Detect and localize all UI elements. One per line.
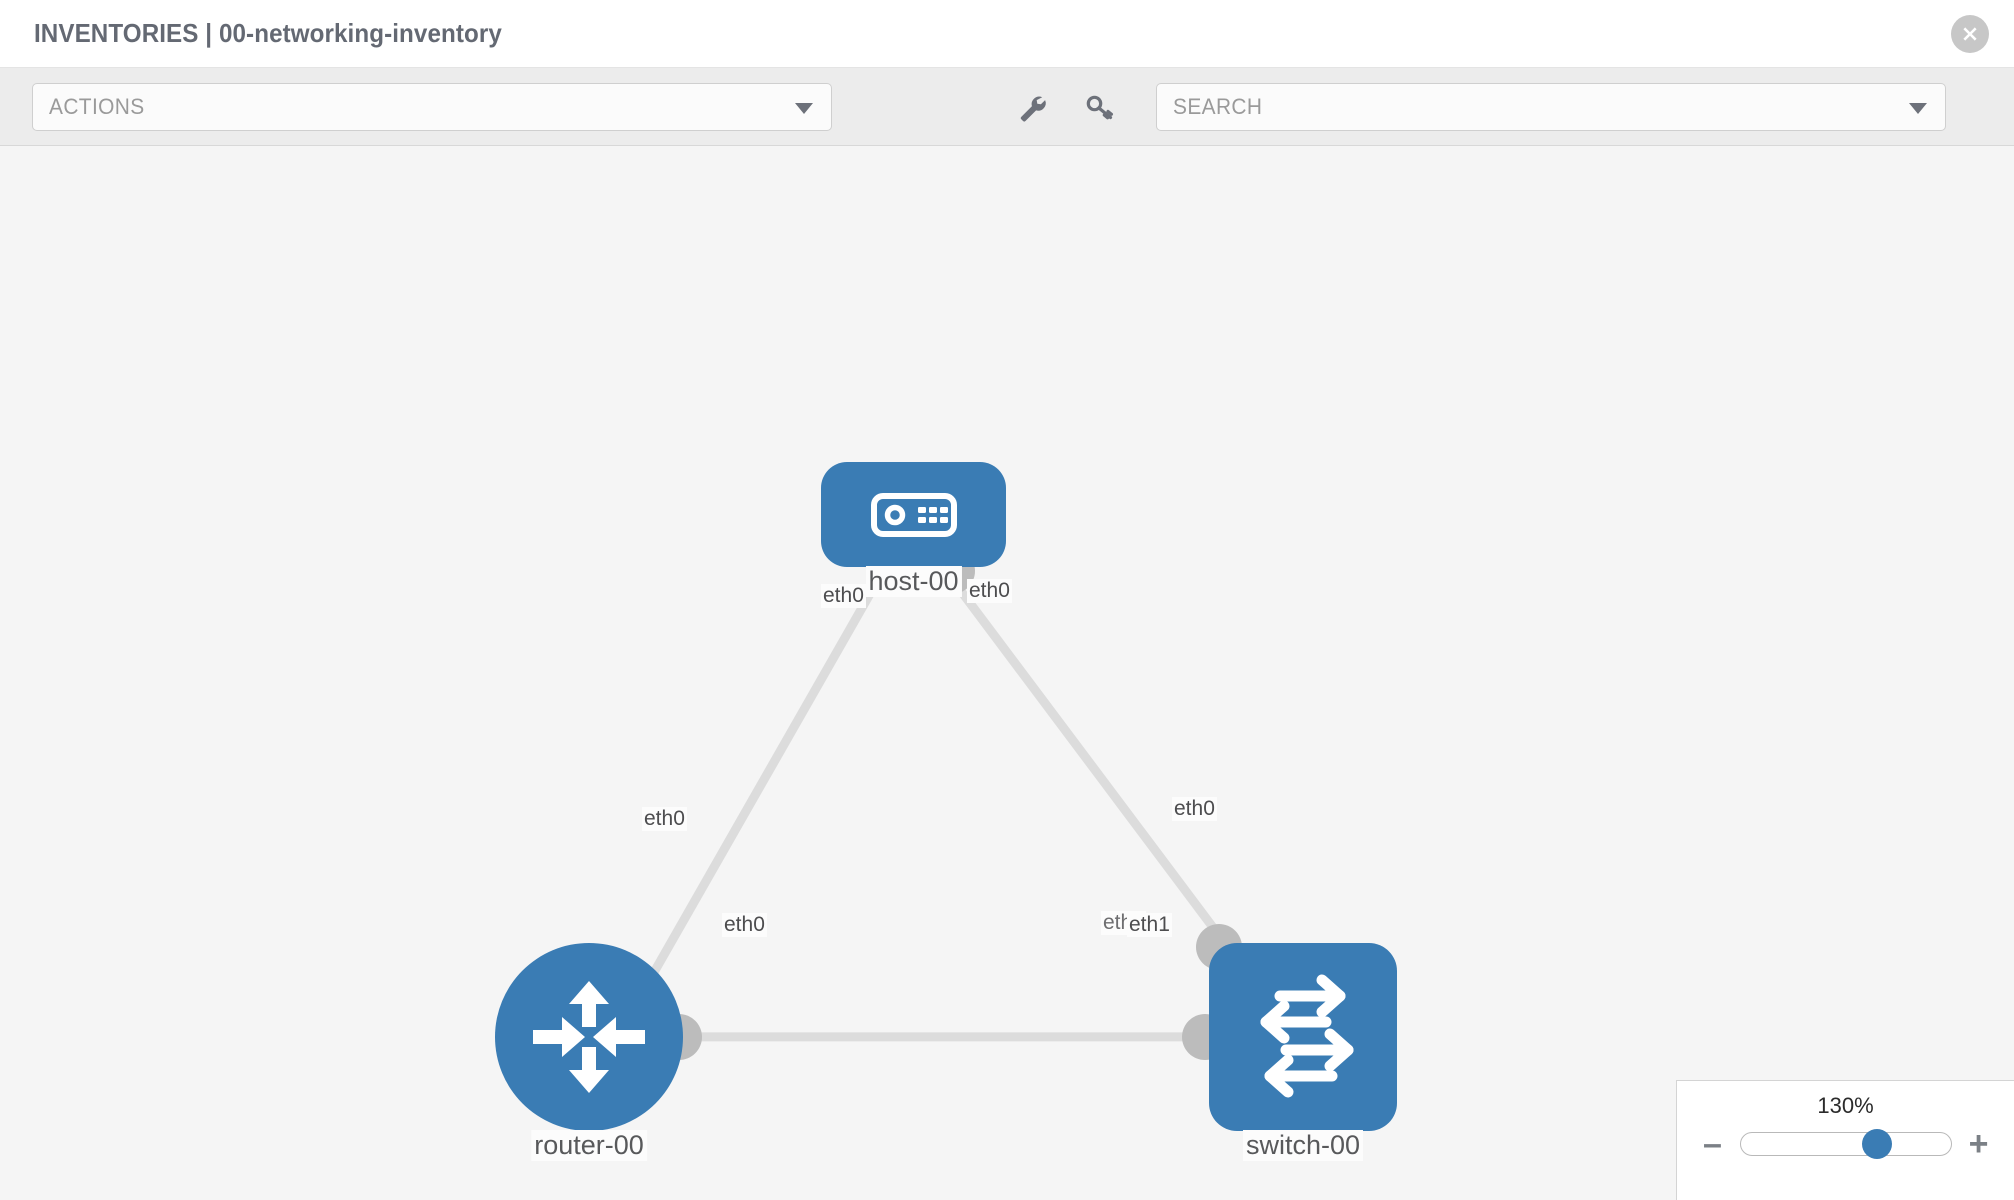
- edge-label-host-router: eth0: [821, 584, 866, 608]
- zoom-in-button[interactable]: +: [1968, 1125, 1989, 1163]
- node-host-00-shape[interactable]: [821, 462, 1006, 567]
- edge-host-router: [635, 571, 885, 1002]
- page-header: INVENTORIES | 00-networking-inventory: [0, 0, 2014, 68]
- switch-arrows-icon: [1260, 974, 1354, 1098]
- zoom-out-button[interactable]: –: [1703, 1125, 1722, 1163]
- zoom-slider-row: – +: [1677, 1127, 2014, 1161]
- page-title: INVENTORIES | 00-networking-inventory: [34, 18, 502, 48]
- search-placeholder: SEARCH: [1173, 93, 1263, 119]
- chevron-down-icon: [795, 102, 813, 114]
- actions-dropdown[interactable]: ACTIONS: [32, 82, 832, 131]
- topology-canvas[interactable]: host-00 eth0 eth0: [0, 146, 2014, 1200]
- zoom-slider-thumb[interactable]: [1862, 1129, 1892, 1159]
- server-icon: [870, 492, 957, 537]
- close-icon[interactable]: [1951, 14, 1989, 53]
- chevron-down-icon[interactable]: [1909, 102, 1927, 114]
- edge-label-router-switch: eth0: [722, 913, 767, 937]
- edge-label-switch-host: eth0: [1172, 797, 1217, 821]
- node-router-00[interactable]: router-00: [495, 943, 702, 1161]
- toolbar: ACTIONS SEARCH: [0, 68, 2014, 146]
- node-host-00-label: host-00: [865, 566, 962, 597]
- node-switch-00-shape[interactable]: [1209, 943, 1397, 1131]
- router-arrows-icon: [533, 981, 645, 1093]
- node-switch-00-label: switch-00: [1242, 1130, 1364, 1161]
- key-icon[interactable]: [1080, 88, 1118, 126]
- zoom-slider[interactable]: [1739, 1129, 1952, 1159]
- edge-label-host-switch: eth0: [967, 579, 1012, 603]
- node-router-00-label: router-00: [531, 1130, 647, 1161]
- toolbar-icon-group: [1012, 88, 1118, 126]
- zoom-level-label: 130%: [1817, 1093, 1874, 1118]
- topology-edges: [635, 571, 1255, 1042]
- wrench-icon[interactable]: [1012, 88, 1050, 126]
- edge-host-switch: [945, 571, 1255, 982]
- actions-dropdown-label: ACTIONS: [49, 93, 145, 119]
- zoom-control: 130% – +: [1676, 1080, 2014, 1200]
- search-input[interactable]: SEARCH: [1156, 82, 1946, 131]
- node-router-00-shape[interactable]: [495, 943, 683, 1131]
- node-switch-00[interactable]: switch-00: [1182, 924, 1397, 1161]
- edge-label-switch-router: eth1: [1127, 913, 1172, 937]
- edge-label-router-host: eth0: [642, 807, 687, 831]
- node-host-00[interactable]: host-00: [821, 462, 1006, 597]
